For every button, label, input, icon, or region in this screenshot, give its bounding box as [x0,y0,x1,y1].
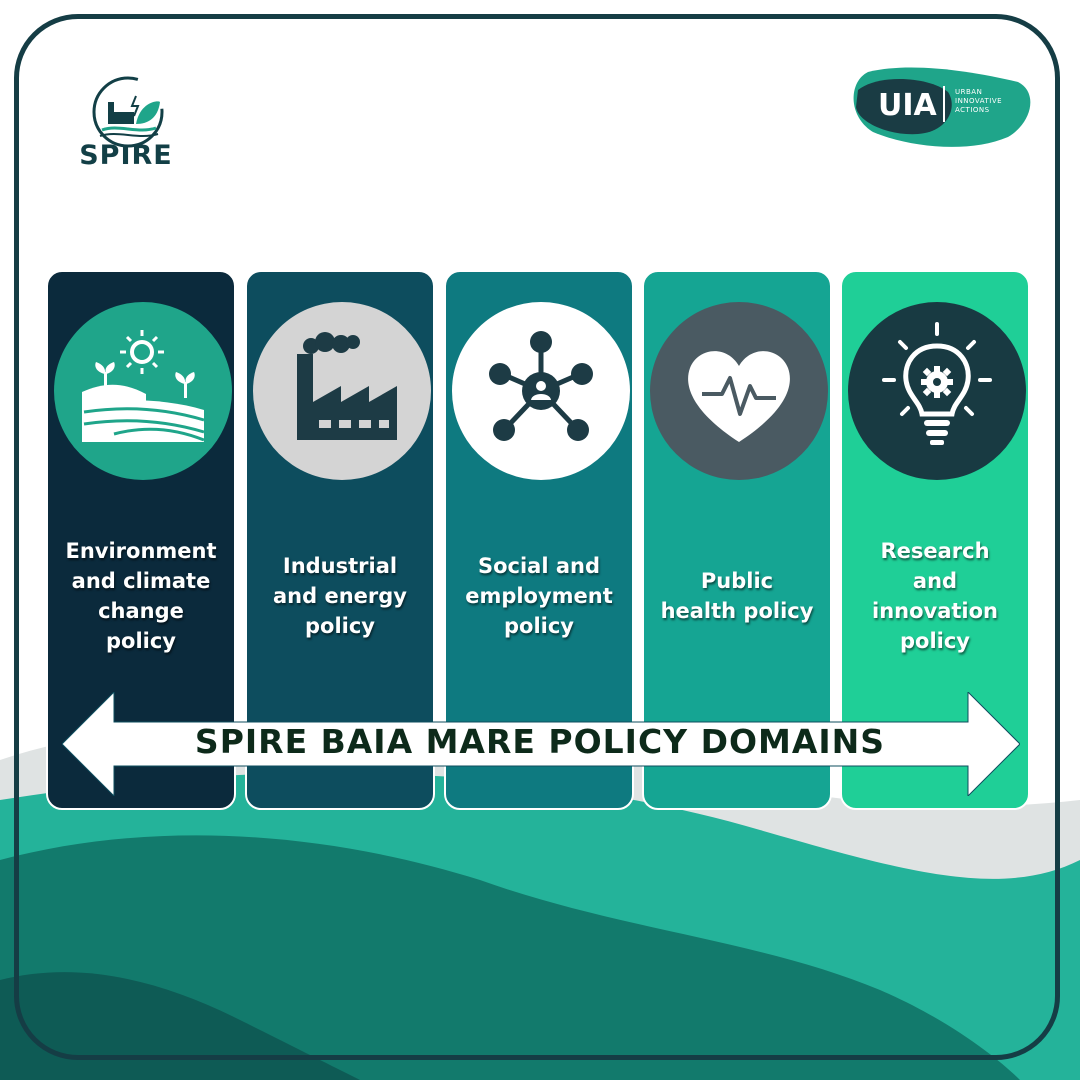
policy-domains-title: SPIRE BAIA MARE POLICY DOMAINS [194,722,886,761]
uia-subtitle: URBAN INNOVATIVE ACTIONS [955,88,1025,115]
double-arrow-banner [62,692,1020,796]
heart-pulse-icon [688,351,790,442]
domain-icon-circle [848,302,1026,480]
domain-icon-circle [650,302,828,480]
domain-label-line: Research [880,539,990,563]
domain-label-line: and climate [71,569,211,593]
domain-label-line: and energy [273,584,407,608]
domain-label: Social and employment policy [454,551,624,641]
domain-icon-circle [452,302,630,480]
lightbulb-gear-icon [882,322,992,445]
domain-icon-circle [54,302,232,480]
domain-label-line: policy [504,614,574,638]
uia-subtitle-line: ACTIONS [955,106,990,114]
domain-label-line: policy [900,629,970,653]
domain-label: Research and innovation policy [850,536,1020,656]
uia-subtitle-line: INNOVATIVE [955,97,1003,105]
network-people-icon [489,331,593,441]
domain-column-social: Social and employment policy [444,270,634,810]
uia-wordmark: UIA [878,88,937,123]
spire-wordmark: SPIRE [79,140,173,171]
domain-label-line: policy [106,629,176,653]
domain-label-line: employment [465,584,613,608]
domain-label-line: health policy [660,599,814,623]
domain-column-industrial: Industrial and energy policy [245,270,435,810]
landscape-sun-icon [82,330,205,442]
domain-label-line: Public [700,569,774,593]
domain-label-line: policy [305,614,375,638]
domain-label-line: and [912,569,958,593]
domain-column-research: Research and innovation policy [840,270,1030,810]
uia-logo-icon [853,67,1031,147]
domain-label: Public health policy [652,566,822,626]
domain-label-line: Industrial [282,554,398,578]
domain-column-health: Public health policy [642,270,832,810]
uia-divider [943,86,945,122]
domain-label-line: Environment [65,539,217,563]
domain-label-line: Social and [477,554,601,578]
domain-column-environment: Environment and climate change policy [46,270,236,810]
uia-subtitle-line: URBAN [955,88,983,96]
domain-label: Environment and climate change policy [56,536,226,656]
domain-label-line: innovation [872,599,998,623]
domain-label-line: change [98,599,184,623]
outer-frame [14,14,1060,1060]
spire-logo-icon [92,76,164,148]
domain-label: Industrial and energy policy [255,551,425,641]
domain-icon-circle [253,302,431,480]
factory-icon [297,332,397,440]
